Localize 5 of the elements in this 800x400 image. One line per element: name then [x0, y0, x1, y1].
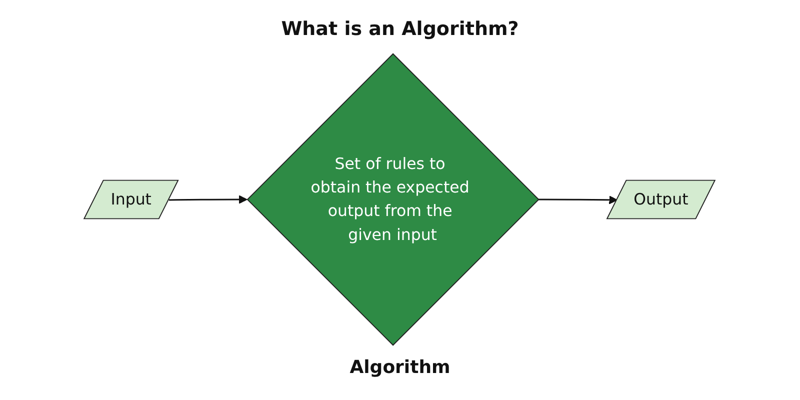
arrow	[169, 195, 248, 204]
node-caption: Algorithm	[350, 357, 450, 378]
arrow	[538, 196, 618, 204]
diagram-title: What is an Algorithm?	[281, 18, 519, 40]
node-diamond: Set of rules to obtain the expected output from the given input	[247, 53, 540, 346]
